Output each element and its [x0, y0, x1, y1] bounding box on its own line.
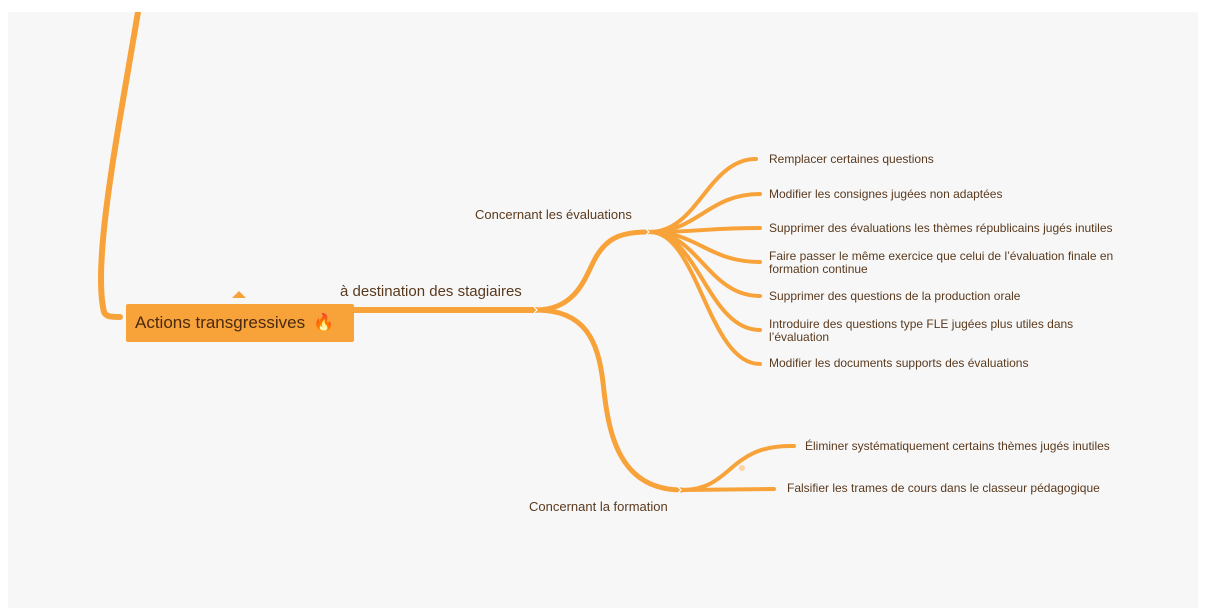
- junction-dot: [739, 465, 745, 471]
- branch-connectors: [97, 12, 796, 494]
- formation-item-connectors: [680, 443, 796, 492]
- parent-connector: [97, 12, 141, 320]
- chevron-icon: [677, 486, 682, 494]
- node-stagiaires[interactable]: à destination des stagiaires: [340, 283, 522, 300]
- formation-item[interactable]: Éliminer systématiquement certains thème…: [805, 439, 1110, 453]
- node-evaluations[interactable]: Concernant les évaluations: [475, 207, 632, 222]
- evaluation-item[interactable]: Supprimer des questions de la production…: [769, 289, 1021, 303]
- formation-item[interactable]: Falsifier les trames de cours dans le cl…: [787, 481, 1100, 495]
- fire-icon: 🔥: [313, 313, 335, 332]
- evaluation-item[interactable]: Faire passer le même exercice que celui …: [769, 249, 1114, 276]
- node-formation[interactable]: Concernant la formation: [529, 499, 668, 514]
- root-label: Actions transgressives: [135, 313, 306, 332]
- evaluation-item[interactable]: Modifier les documents supports des éval…: [769, 356, 1029, 370]
- evaluation-item[interactable]: Remplacer certaines questions: [769, 152, 934, 166]
- mindmap-canvas: Actions transgressives 🔥 à destination d…: [8, 12, 1198, 608]
- chevron-icon: [533, 306, 538, 314]
- root-node[interactable]: Actions transgressives 🔥: [126, 304, 354, 342]
- branch-evaluations-connector: [533, 229, 651, 313]
- evaluation-item-connectors: [648, 157, 762, 366]
- root-top-handle: [232, 291, 246, 298]
- branch-formation-connector: [533, 307, 685, 493]
- evaluation-item[interactable]: Supprimer des évaluations les thèmes rép…: [769, 221, 1113, 235]
- evaluation-item[interactable]: Introduire des questions type FLE jugées…: [769, 317, 1074, 344]
- chevron-icon: [645, 228, 650, 236]
- evaluation-item[interactable]: Modifier les consignes jugées non adapté…: [769, 187, 1003, 201]
